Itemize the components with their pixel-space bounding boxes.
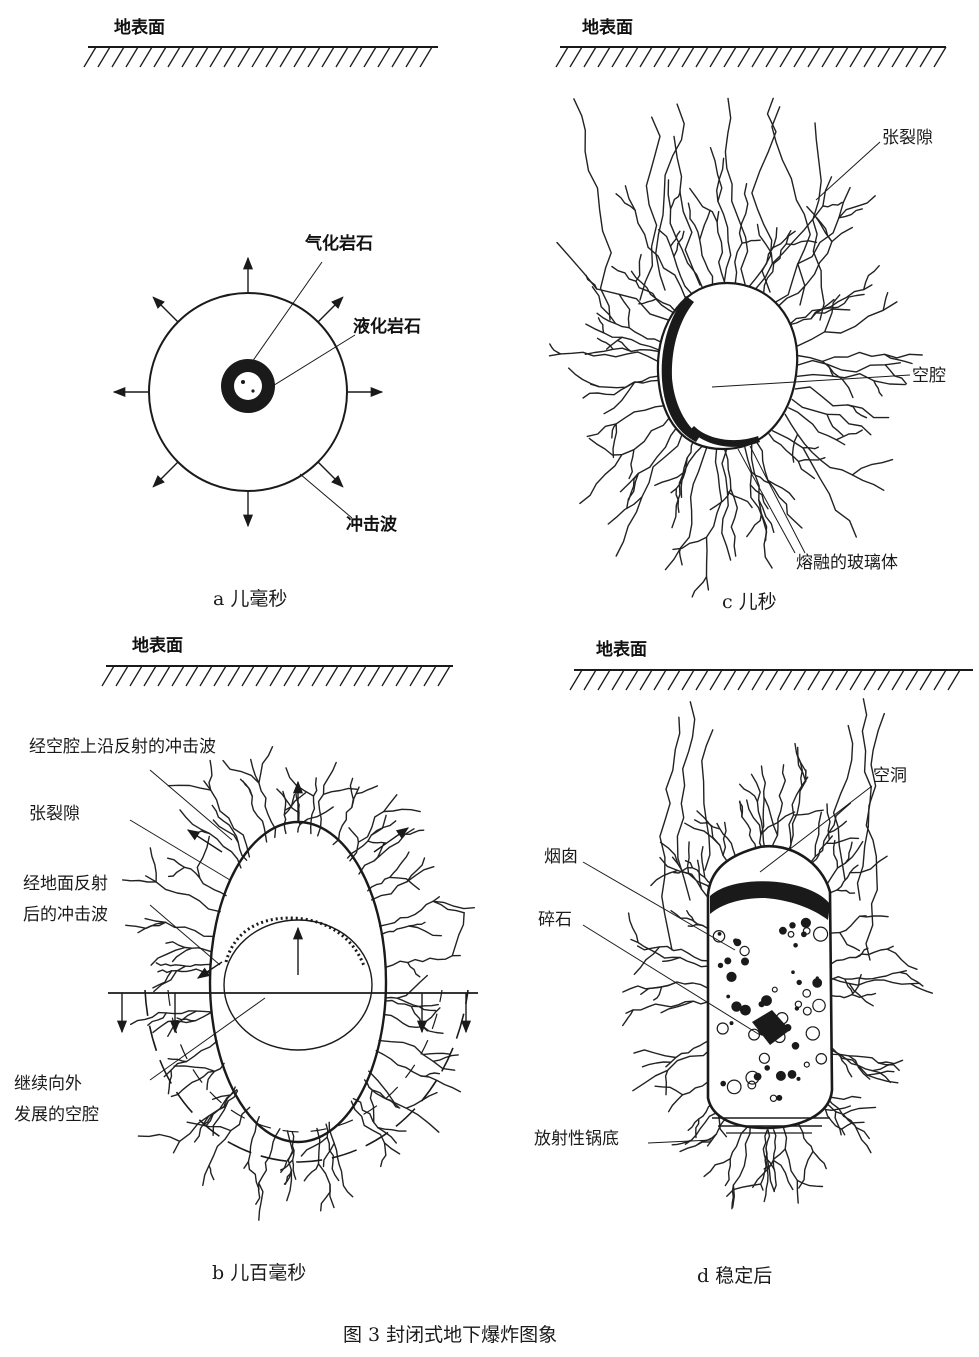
rubble-d [712,917,829,1103]
surface-label-a: 地表面 [114,17,165,38]
expanding-cavity-b [208,820,388,1144]
label-reflected-surface-1: 经地面反射 [23,874,108,894]
panel-d: 地表面 空洞 烟囱 碎石 放射性锅底 d 稳定后 [534,639,973,1287]
label-molten-glass: 熔融的玻璃体 [796,553,898,573]
label-fractures-b: 张裂隙 [29,804,80,824]
label-radioactive-puddle: 放射性锅底 [534,1129,619,1149]
label-cavity-c: 空腔 [912,366,946,386]
label-reflected-cavity: 经空腔上沿反射的冲击波 [29,737,216,757]
panel-b: 地表面 经空腔上沿反射的冲击波 张裂隙 经地面反射 后的冲击波 继续向外 发展的… [14,635,478,1284]
caption-a: a 儿毫秒 [213,588,287,610]
reflected-shock-arc [144,989,469,1163]
caption-b: b 儿百毫秒 [212,1262,306,1284]
ground-surface-c [555,46,947,68]
panel-c: 地表面 张裂隙 空腔 熔融的玻璃体 c 儿秒 [548,17,947,613]
radioactive-puddle [712,1117,830,1134]
surface-label-b: 地表面 [132,635,183,656]
caption-c: c 儿秒 [722,591,777,613]
cavity-c [656,281,799,451]
label-reflected-surface-2: 后的冲击波 [23,905,108,925]
label-void-d: 空洞 [873,766,907,786]
caption-d: d 稳定后 [697,1265,772,1287]
label-rubble: 碎石 [538,910,572,930]
molten-glass-c [661,296,700,442]
fractures-c [548,97,923,598]
label-cavity-growth-1: 继续向外 [14,1074,82,1094]
fractures-b [122,746,475,1221]
inner-cavity-b [223,919,373,1051]
label-shock-wave: 冲击波 [346,514,398,535]
label-chimney: 烟囱 [544,847,578,867]
shock-arrows [112,256,384,528]
panel-a: 地表面 气化岩石 液化岩石 冲击波 a 儿毫秒 [83,17,438,610]
label-cavity-growth-2: 发展的空腔 [14,1105,99,1125]
ground-surface-b [101,665,453,687]
label-fractures-c: 张裂隙 [882,128,933,148]
ground-surface-d [569,669,973,691]
surface-label-c: 地表面 [582,17,633,38]
surface-label-d: 地表面 [596,639,647,660]
ground-surface-a [83,46,438,68]
label-vaporized-rock: 气化岩石 [304,233,373,254]
figure-title: 图 3 封闭式地下爆炸图象 [343,1324,557,1346]
label-liquefied-rock: 液化岩石 [353,316,421,337]
chimney-d [706,844,834,1130]
